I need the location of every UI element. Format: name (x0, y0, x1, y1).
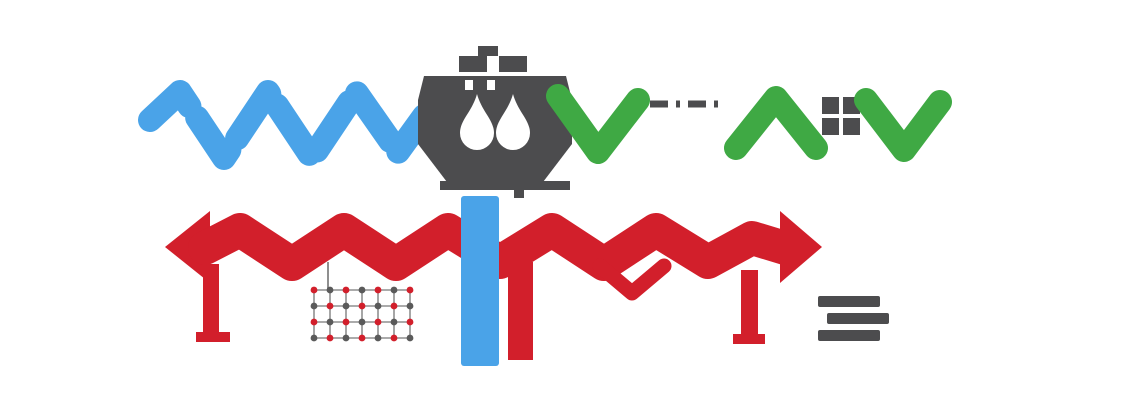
lattice-atom (358, 302, 366, 310)
red-drop-left (203, 264, 219, 334)
crystal-lattice (310, 286, 414, 342)
green-zigzag-mid (724, 86, 828, 160)
red-chevron (592, 258, 672, 301)
vessel-slot-right (487, 80, 495, 90)
lid-knob-right (499, 56, 527, 72)
lattice-atom (326, 302, 334, 310)
lattice-atom (326, 334, 334, 342)
lattice-atom (342, 318, 350, 326)
block-grid-icon (822, 97, 860, 135)
red-zigzag-band (188, 213, 802, 281)
right-arrowhead (780, 211, 822, 283)
red-drop-mid (508, 262, 533, 360)
lattice-atom (374, 318, 382, 326)
lattice-atom (406, 318, 414, 326)
lattice-atom (326, 286, 334, 294)
red-backbone (165, 211, 822, 360)
lattice-atom (374, 286, 382, 294)
lattice-atom (406, 286, 414, 294)
red-drop-left-foot (196, 332, 230, 342)
red-drop-right (741, 270, 758, 334)
lattice-atom (358, 318, 366, 326)
downward-column-blue (461, 196, 499, 366)
precursor-chain-blue (138, 80, 436, 170)
reactor-icon (418, 46, 572, 198)
lattice-atom (310, 318, 318, 326)
lattice-atom (390, 302, 398, 310)
lattice-atom (390, 318, 398, 326)
lattice-atom (310, 286, 318, 294)
lattice-atom (406, 302, 414, 310)
lattice-atom (406, 334, 414, 342)
lattice-atom (358, 286, 366, 294)
lattice-atom (326, 318, 334, 326)
left-arrowhead (165, 211, 210, 283)
vessel-slot-left (465, 80, 473, 90)
droplet-icon-right (496, 94, 530, 150)
lattice-atom (374, 334, 382, 342)
red-drop-right-foot (733, 334, 765, 344)
lattice-atom (342, 286, 350, 294)
block (822, 97, 839, 114)
lattice-atom (310, 334, 318, 342)
lattice-atom (390, 334, 398, 342)
block (822, 118, 839, 135)
chimney-icon (478, 46, 498, 56)
base-foot (514, 190, 524, 198)
base-plate (440, 181, 570, 190)
lattice-atom (358, 334, 366, 342)
layer (818, 330, 880, 341)
green-zigzag-right (854, 88, 952, 162)
vessel-body (418, 76, 572, 186)
lattice-atom (390, 286, 398, 294)
lattice-atom (310, 302, 318, 310)
layer-stack-icon (818, 296, 889, 341)
layer (827, 313, 889, 324)
lattice-atom (342, 334, 350, 342)
blue-zigzag (138, 80, 436, 170)
block (843, 118, 860, 135)
lattice-atom (342, 302, 350, 310)
lid-knob-left (459, 56, 487, 72)
green-zigzag-left (546, 84, 650, 164)
product-chain-green (546, 84, 952, 164)
layer (818, 296, 880, 307)
lattice-atom (374, 302, 382, 310)
droplet-icon-left (460, 94, 494, 150)
